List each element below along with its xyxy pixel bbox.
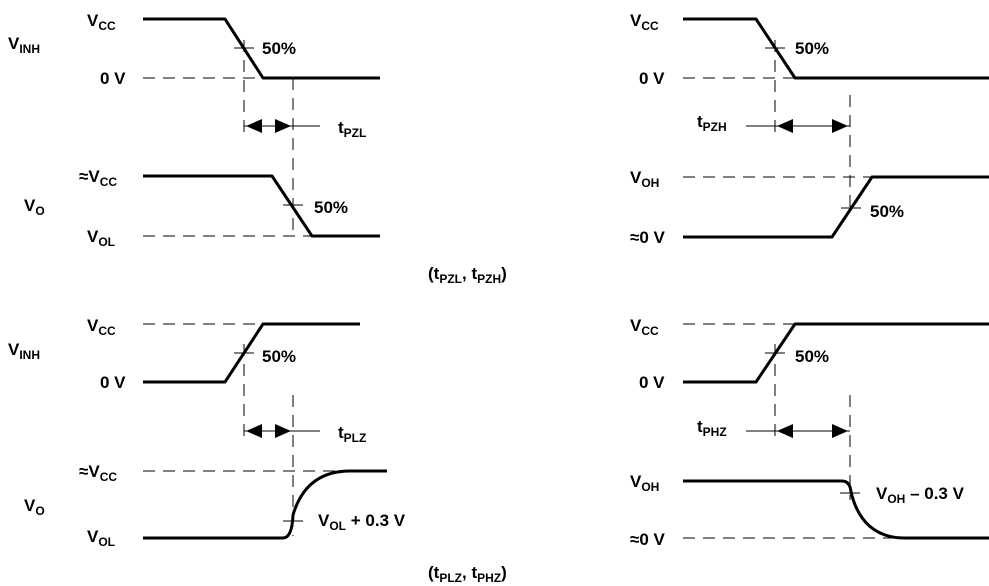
fifty-percent-label: 50% [795, 347, 829, 366]
arrowhead-left [246, 424, 262, 438]
zero-v-label: 0 V [639, 69, 665, 88]
panel-tpzl: VCC VINH 0 V 50% tPZL ≈VCC VO VOL 50% [8, 11, 380, 249]
zero-v-label: 0 V [639, 373, 665, 392]
vcc-label: VCC [87, 11, 116, 33]
approx-vcc-label: ≈VCC [79, 462, 117, 484]
tpzl-label: tPZL [338, 118, 366, 140]
approx-zero-v-label: ≈0 V [630, 228, 666, 247]
vo-label: VO [24, 496, 45, 518]
vol-label: VOL [87, 527, 115, 549]
panel-tplz: VCC VINH 0 V 50% tPLZ ≈VCC VO VOL VOL + … [8, 316, 406, 549]
fifty-percent-label: 50% [262, 39, 296, 58]
vol-plus-label: VOL + 0.3 V [318, 511, 406, 533]
fifty-percent-label: 50% [870, 202, 904, 221]
arrowhead-right [275, 424, 291, 438]
vinh-label: VINH [8, 34, 40, 56]
tpzh-label: tPZH [697, 112, 727, 134]
vcc-label: VCC [630, 316, 659, 338]
arrowhead-left [777, 424, 793, 438]
panel-tphz: VCC 0 V 50% tPHZ VOH ≈0 V VOH – 0.3 V [630, 316, 989, 549]
vo-waveform-exponential-rise [143, 469, 387, 540]
vo-label: VO [24, 196, 45, 218]
arrowhead-right [832, 119, 848, 133]
panel-tpzh: VCC 0 V 50% tPZH VOH ≈0 V 50% [630, 11, 989, 247]
fifty-percent-label: 50% [314, 198, 348, 217]
zero-v-label: 0 V [100, 69, 126, 88]
vcc-label: VCC [87, 316, 116, 338]
zero-v-label: 0 V [100, 373, 126, 392]
fifty-percent-label: 50% [262, 347, 296, 366]
vo-waveform-exponential-fall [683, 479, 989, 540]
caption-tpzl-tpzh: (tPZL, tPZH) [428, 264, 507, 286]
approx-vcc-label: ≈VCC [79, 167, 117, 189]
vinh-label: VINH [8, 340, 40, 362]
caption-tplz-tphz: (tPLZ, tPHZ) [428, 563, 507, 585]
voh-minus-label: VOH – 0.3 V [876, 484, 965, 506]
tphz-label: tPHZ [697, 417, 727, 439]
approx-zero-v-label: ≈0 V [630, 530, 666, 549]
fifty-percent-label: 50% [795, 39, 829, 58]
vinh-waveform-rising [683, 322, 989, 384]
arrowhead-left [777, 119, 793, 133]
voh-label: VOH [630, 168, 659, 190]
vol-label: VOL [87, 227, 115, 249]
vcc-label: VCC [630, 11, 659, 33]
arrowhead-right [275, 119, 291, 133]
arrowhead-right [832, 424, 848, 438]
arrowhead-left [246, 119, 262, 133]
tplz-label: tPLZ [338, 423, 366, 445]
vo-waveform-falling [143, 174, 380, 238]
vo-waveform-rising [683, 175, 989, 239]
voh-label: VOH [630, 472, 659, 494]
vinh-waveform-falling [683, 17, 989, 80]
